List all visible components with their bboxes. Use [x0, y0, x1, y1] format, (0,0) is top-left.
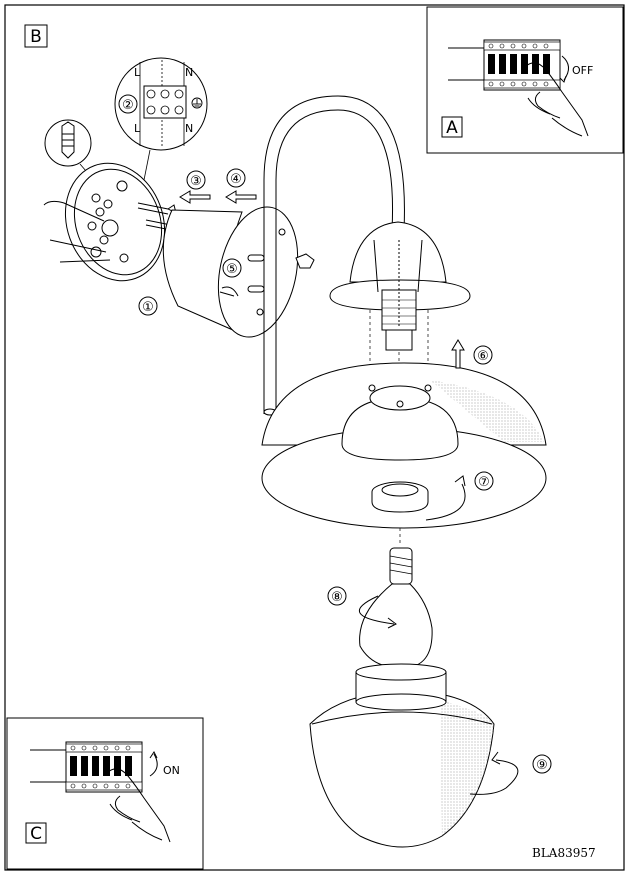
step-9: ⑨ [532, 754, 552, 774]
wall-plug-callout [44, 119, 93, 179]
terminal-block-callout: L N L N ② [114, 57, 208, 201]
step-3: ③ [186, 170, 206, 190]
rotate-arrow-icon [358, 595, 395, 625]
hand-icon [107, 768, 171, 843]
inset-c: ON C [6, 717, 204, 870]
step-2-label: ② [122, 98, 134, 113]
panel-label-a-text: A [446, 118, 458, 138]
arrow-step-6 [451, 339, 465, 369]
wall-plug-icon [61, 121, 75, 159]
terminal-n-bottom: N [185, 122, 193, 135]
mounting-plate [43, 162, 166, 282]
arrow-step-3 [179, 190, 211, 204]
ring-nut [371, 481, 429, 513]
rotate-arrow-icon [425, 483, 466, 521]
step-4-label: ④ [230, 172, 242, 187]
light-bulb [359, 547, 433, 669]
ground-symbol-icon [191, 97, 203, 109]
step-9-label: ⑨ [536, 758, 548, 773]
lamp-base-cylinder [162, 206, 299, 338]
step-1: ① [138, 296, 158, 316]
step-6: ⑥ [473, 345, 493, 365]
breaker-panel-icon [30, 741, 143, 793]
document-code: BLA83957 [532, 846, 596, 860]
step-5-label: ⑤ [226, 262, 238, 277]
locking-screw [219, 253, 315, 297]
panel-label-c-text: C [30, 824, 42, 844]
step-3-label: ③ [190, 174, 202, 189]
lamp-arm [263, 95, 405, 416]
outer-frame [4, 4, 625, 871]
hand-icon [525, 62, 589, 137]
terminal-l-top: L [134, 66, 141, 79]
glass-shade [309, 663, 495, 848]
lamp-holder-dome [329, 221, 471, 351]
rotate-arrow-icon [149, 753, 158, 777]
panel-label-b: B [24, 24, 48, 48]
step-1-label: ① [142, 300, 154, 315]
switch-on-label: ON [163, 764, 180, 777]
terminal-l-bottom: L [134, 122, 141, 135]
rotate-arrow-icon [469, 759, 519, 795]
step-5: ⑤ [222, 258, 242, 278]
panel-label-b-text: B [30, 27, 42, 47]
terminal-n-top: N [185, 66, 193, 79]
inset-a: OFF A [426, 6, 624, 154]
step-7: ⑦ [474, 471, 494, 491]
switch-off-label: OFF [572, 64, 593, 77]
step-8: ⑧ [327, 586, 347, 606]
step-4: ④ [226, 168, 246, 188]
step-7-label: ⑦ [478, 475, 490, 490]
step-8-label: ⑧ [331, 590, 343, 605]
step-6-label: ⑥ [477, 349, 489, 364]
arrow-step-4 [225, 190, 257, 204]
breaker-panel-icon [448, 39, 561, 91]
shade-plate [261, 362, 547, 529]
